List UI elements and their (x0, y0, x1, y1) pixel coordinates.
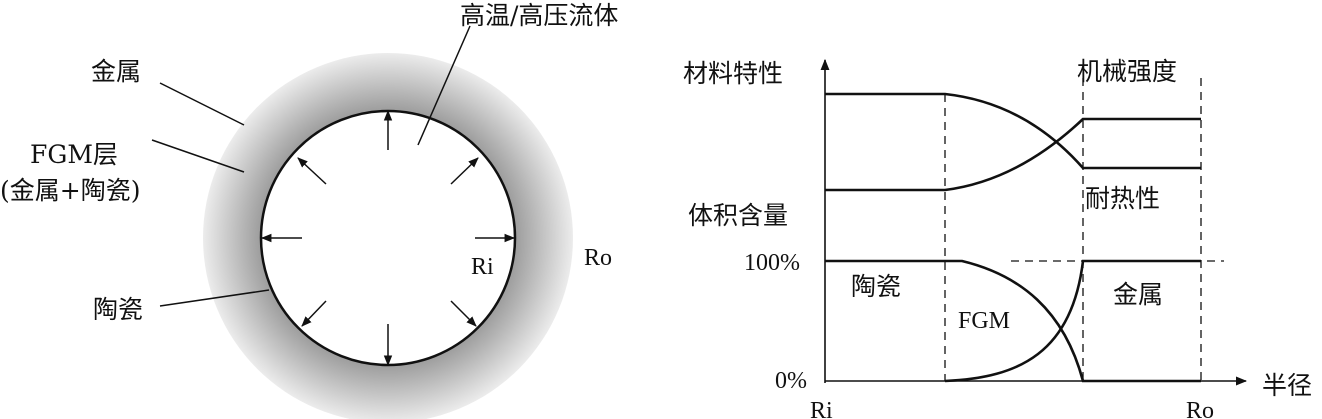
fluid-leader (417, 25, 471, 146)
ceramic-label: 陶瓷 (93, 295, 143, 324)
pressure-arrow (297, 157, 327, 185)
strength-label: 机械强度 (1077, 57, 1177, 86)
property-curves (825, 92, 1201, 192)
property-ylabel: 材料特性 (683, 59, 783, 88)
mechanical-strength-curve (825, 117, 1201, 192)
fgm-leader (151, 139, 245, 173)
fluid-label: 高温/高压流体 (460, 1, 618, 30)
heat-resistance-curve (825, 92, 1201, 170)
metal-region-label: 金属 (1113, 280, 1163, 309)
ceramic-content-curve (825, 259, 1201, 383)
metal-leader (159, 82, 245, 126)
metal-content-curve (944, 259, 1201, 383)
pressure-arrow (450, 157, 479, 185)
pressure-arrows (260, 109, 516, 367)
volume-ylabel: 体积含量 (688, 201, 788, 230)
pressure-arrow (301, 300, 327, 327)
ri-label: Ri (471, 254, 494, 280)
ceramic-leader (159, 289, 270, 307)
fgm-label-line1: FGM层 (30, 140, 118, 169)
x-axis-label: 半径 (1262, 371, 1312, 400)
pressure-arrow (450, 300, 477, 327)
heat-resistance-label: 耐热性 (1085, 184, 1160, 213)
ceramic-region-label: 陶瓷 (851, 272, 901, 301)
pipe-cross-section: 高温/高压流体 金属 FGM层 (金属+陶瓷) 陶瓷 Ri Ro (0, 1, 618, 419)
property-plots: 材料特性 机械强度 耐热性 体积含量 100% 0% 陶瓷 FGM 金属 Ri … (683, 57, 1312, 419)
x-start-label: Ri (810, 398, 833, 419)
volume-curves (825, 259, 1201, 383)
tick-100-label: 100% (744, 250, 800, 276)
x-end-label: Ro (1186, 398, 1214, 419)
fgm-label-line2: (金属+陶瓷) (0, 176, 140, 205)
region-dividers (944, 78, 1224, 381)
ro-label: Ro (584, 245, 612, 271)
metal-label: 金属 (91, 57, 141, 86)
leader-lines (151, 25, 471, 307)
fgm-region-label: FGM (958, 308, 1010, 334)
tick-0-label: 0% (775, 368, 807, 394)
